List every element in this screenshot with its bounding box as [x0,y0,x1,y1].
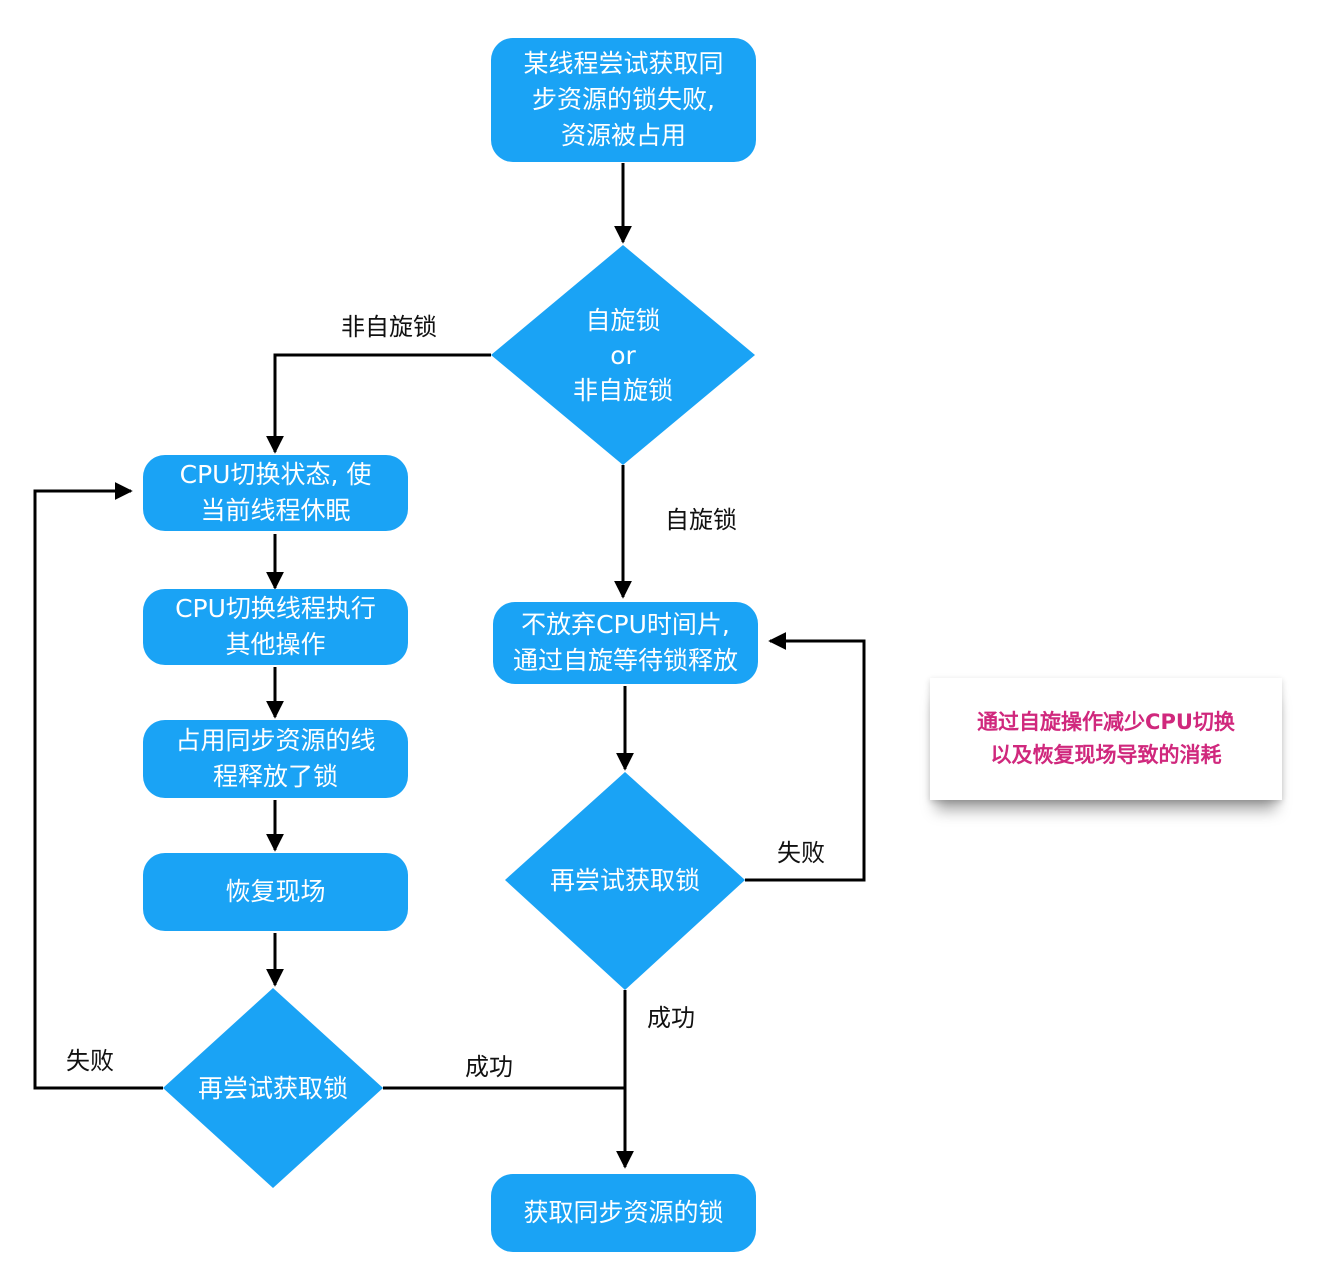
cpu-switch-sleep-node: CPU切换状态, 使 当前线程休眠 [143,455,408,531]
owner-released-node: 占用同步资源的线 程释放了锁 [143,720,408,798]
cpu-switch-other-node: CPU切换线程执行 其他操作 [143,589,408,665]
label-spin: 自旋锁 [665,506,737,534]
restore-node: 恢复现场 [143,853,408,931]
label-success-left: 成功 [465,1053,513,1081]
label-non-spin: 非自旋锁 [341,313,437,341]
retry-right-text: 再尝试获取锁 [549,865,700,895]
annotation-note: 通过自旋操作减少CPU切换 以及恢复现场导致的消耗 [930,678,1282,800]
label-fail-left: 失败 [66,1047,114,1075]
label-fail-right: 失败 [777,839,825,867]
edge-retry-left-fail-loop [33,482,163,1090]
edge-retry-right-fail-loop [745,632,866,882]
decision-spin-or-not-shape [491,245,755,465]
start-node: 某线程尝试获取同 步资源的锁失败, 资源被占用 [491,38,756,162]
decision-spin-or-not-text: 自旋锁 or 非自旋锁 [572,305,673,405]
retry-right-diamond-shape [505,772,745,990]
label-success-right: 成功 [647,1004,695,1032]
spin-wait-node: 不放弃CPU时间片, 通过自旋等待锁释放 [493,602,758,684]
retry-left-diamond-shape [163,988,383,1188]
retry-left-text: 再尝试获取锁 [197,1073,348,1103]
edge-decision-to-sleep [266,353,491,454]
acquired-node: 获取同步资源的锁 [491,1174,756,1252]
annotation-note-text: 通过自旋操作减少CPU切换 以及恢复现场导致的消耗 [977,710,1235,767]
